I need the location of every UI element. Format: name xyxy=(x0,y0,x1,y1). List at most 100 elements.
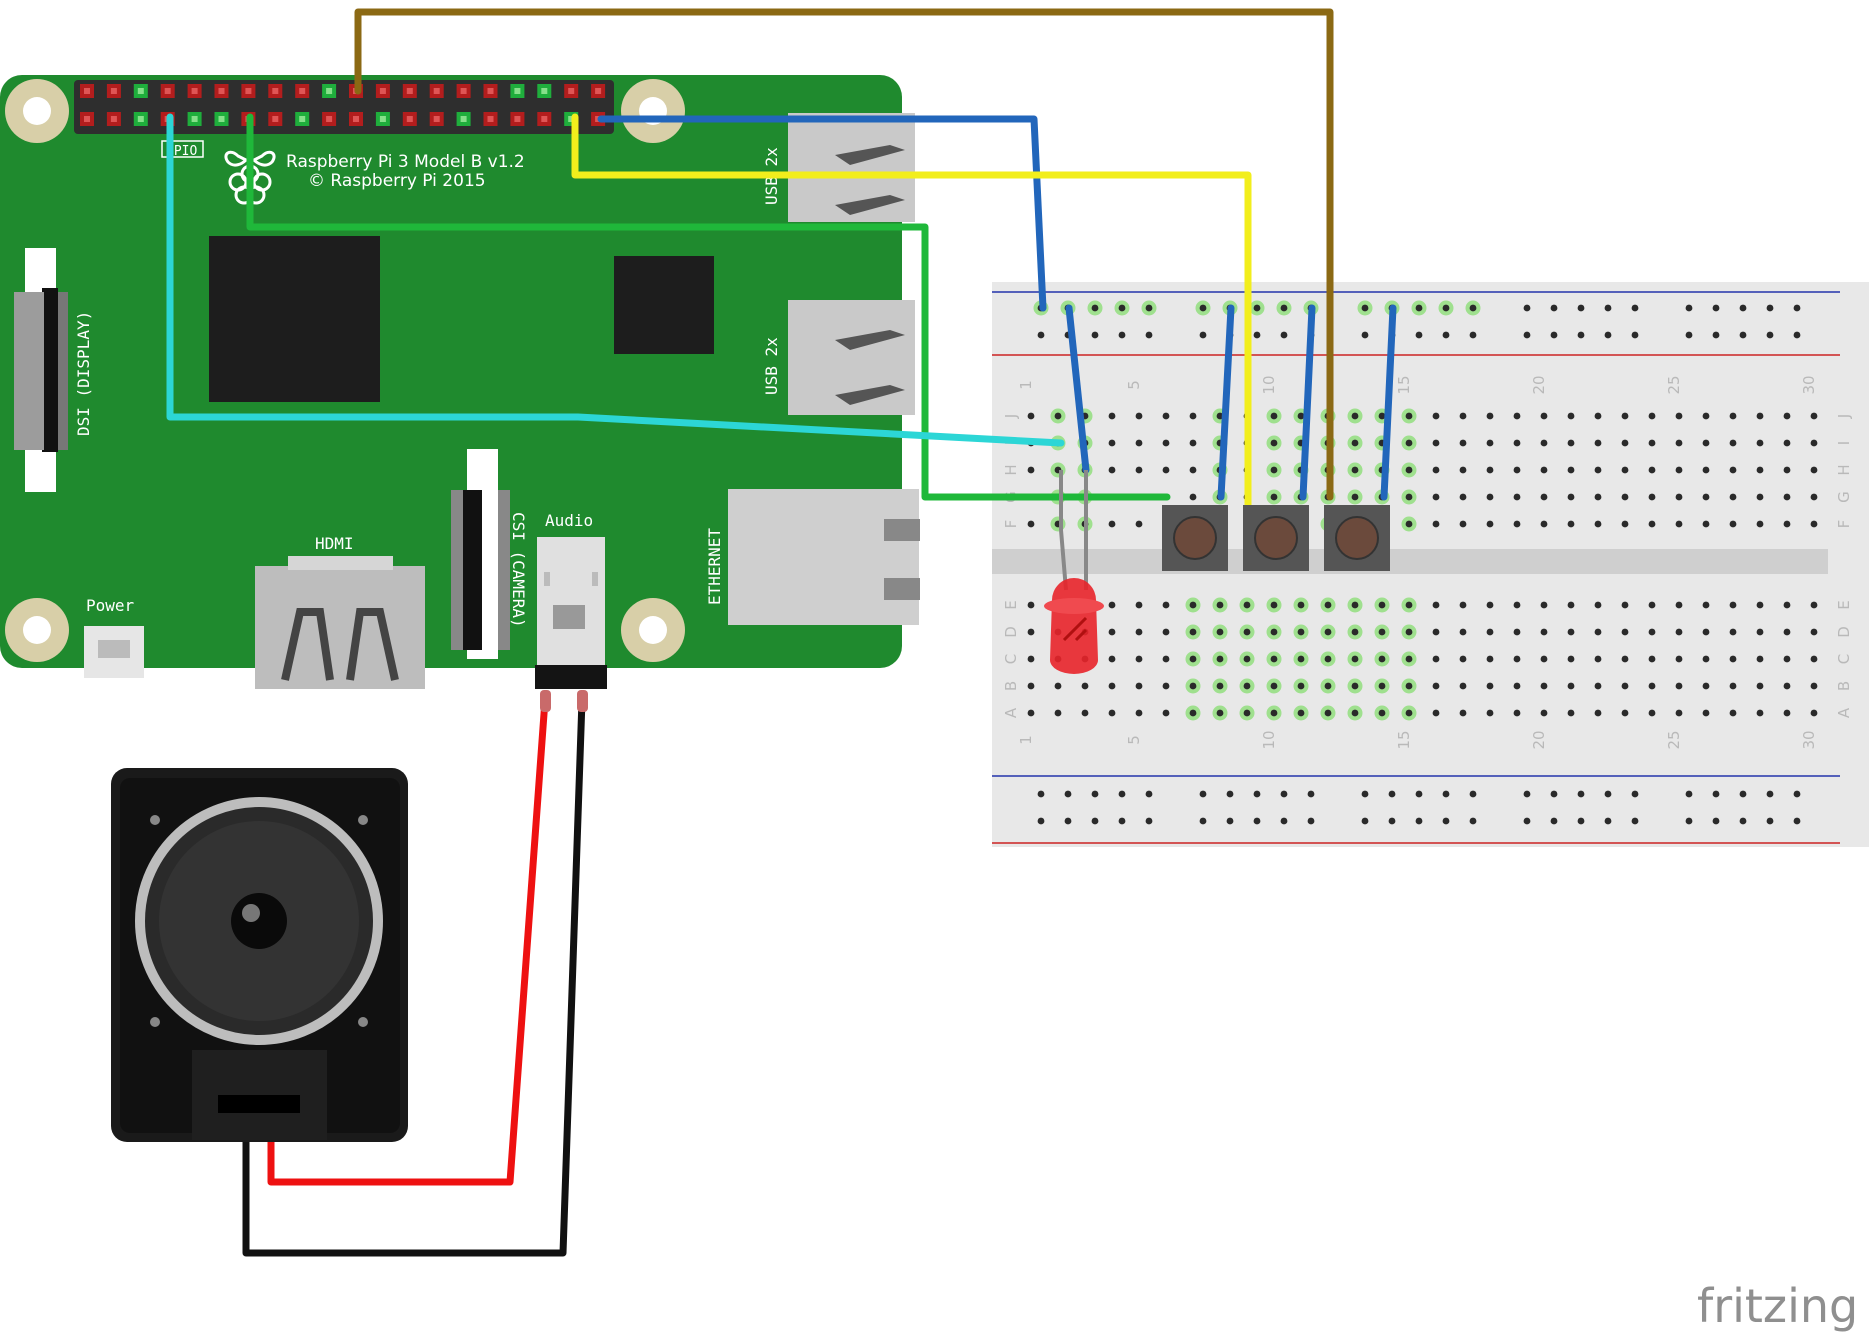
breadboard-hole[interactable] xyxy=(1567,493,1575,501)
breadboard-hole[interactable] xyxy=(1243,655,1251,663)
breadboard-hole[interactable] xyxy=(1675,466,1683,474)
breadboard-hole[interactable] xyxy=(1756,466,1764,474)
breadboard-hole[interactable] xyxy=(1135,682,1143,690)
breadboard-hole[interactable] xyxy=(1162,439,1170,447)
breadboard-hole[interactable] xyxy=(1459,493,1467,501)
breadboard-hole[interactable] xyxy=(1324,628,1332,636)
breadboard-hole[interactable] xyxy=(1648,655,1656,663)
power-rail-hole[interactable] xyxy=(1685,331,1693,339)
power-rail-hole[interactable] xyxy=(1145,790,1153,798)
breadboard-hole[interactable] xyxy=(1675,655,1683,663)
breadboard-hole[interactable] xyxy=(1108,520,1116,528)
breadboard-hole[interactable] xyxy=(1324,682,1332,690)
breadboard-hole[interactable] xyxy=(1378,628,1386,636)
breadboard-hole[interactable] xyxy=(1270,439,1278,447)
breadboard-hole[interactable] xyxy=(1216,655,1224,663)
breadboard-hole[interactable] xyxy=(1513,655,1521,663)
breadboard-hole[interactable] xyxy=(1270,682,1278,690)
breadboard-hole[interactable] xyxy=(1027,655,1035,663)
breadboard-hole[interactable] xyxy=(1432,682,1440,690)
breadboard-hole[interactable] xyxy=(1405,628,1413,636)
wire-green[interactable] xyxy=(246,113,1171,501)
breadboard-hole[interactable] xyxy=(1162,466,1170,474)
breadboard-hole[interactable] xyxy=(1540,439,1548,447)
breadboard-hole[interactable] xyxy=(1162,628,1170,636)
breadboard-hole[interactable] xyxy=(1297,601,1305,609)
breadboard-hole[interactable] xyxy=(1297,655,1305,663)
breadboard-hole[interactable] xyxy=(1486,493,1494,501)
wire-red-speaker[interactable] xyxy=(267,696,549,1186)
breadboard-hole[interactable] xyxy=(1486,601,1494,609)
power-rail-hole[interactable] xyxy=(1766,304,1774,312)
breadboard-hole[interactable] xyxy=(1810,439,1818,447)
power-rail-hole[interactable] xyxy=(1604,331,1612,339)
breadboard-hole[interactable] xyxy=(1513,466,1521,474)
power-rail-hole[interactable] xyxy=(1064,790,1072,798)
breadboard-hole[interactable] xyxy=(1513,601,1521,609)
breadboard-hole[interactable] xyxy=(1621,412,1629,420)
power-rail-hole[interactable] xyxy=(1091,817,1099,825)
breadboard-hole[interactable] xyxy=(1432,439,1440,447)
breadboard-hole[interactable] xyxy=(1108,466,1116,474)
power-rail-hole[interactable] xyxy=(1226,817,1234,825)
breadboard-hole[interactable] xyxy=(1756,682,1764,690)
power-rail-hole[interactable] xyxy=(1091,331,1099,339)
power-rail-hole[interactable] xyxy=(1469,790,1477,798)
push-button[interactable] xyxy=(1162,505,1228,571)
breadboard-hole[interactable] xyxy=(1729,628,1737,636)
power-rail-hole[interactable] xyxy=(1145,817,1153,825)
power-rail-hole[interactable] xyxy=(1361,817,1369,825)
breadboard-hole[interactable] xyxy=(1432,601,1440,609)
power-rail-hole[interactable] xyxy=(1712,790,1720,798)
breadboard-hole[interactable] xyxy=(1540,520,1548,528)
breadboard-hole[interactable] xyxy=(1405,682,1413,690)
breadboard-hole[interactable] xyxy=(1756,601,1764,609)
breadboard-hole[interactable] xyxy=(1702,709,1710,717)
breadboard-hole[interactable] xyxy=(1135,466,1143,474)
breadboard-hole[interactable] xyxy=(1243,709,1251,717)
breadboard-hole[interactable] xyxy=(1729,493,1737,501)
breadboard-hole[interactable] xyxy=(1702,439,1710,447)
breadboard-hole[interactable] xyxy=(1594,655,1602,663)
breadboard-hole[interactable] xyxy=(1702,601,1710,609)
breadboard-hole[interactable] xyxy=(1783,709,1791,717)
breadboard-hole[interactable] xyxy=(1432,412,1440,420)
breadboard-hole[interactable] xyxy=(1540,466,1548,474)
breadboard-hole[interactable] xyxy=(1459,655,1467,663)
breadboard-hole[interactable] xyxy=(1540,709,1548,717)
power-rail-hole[interactable] xyxy=(1415,304,1423,312)
power-rail-hole[interactable] xyxy=(1388,790,1396,798)
breadboard-hole[interactable] xyxy=(1324,655,1332,663)
breadboard-hole[interactable] xyxy=(1729,412,1737,420)
breadboard-hole[interactable] xyxy=(1027,520,1035,528)
breadboard-hole[interactable] xyxy=(1108,682,1116,690)
breadboard-hole[interactable] xyxy=(1702,412,1710,420)
breadboard-hole[interactable] xyxy=(1027,412,1035,420)
power-rail-hole[interactable] xyxy=(1199,331,1207,339)
power-rail-hole[interactable] xyxy=(1307,790,1315,798)
breadboard-hole[interactable] xyxy=(1324,709,1332,717)
breadboard-hole[interactable] xyxy=(1810,682,1818,690)
breadboard-hole[interactable] xyxy=(1675,412,1683,420)
power-rail-hole[interactable] xyxy=(1550,304,1558,312)
breadboard-hole[interactable] xyxy=(1702,466,1710,474)
breadboard-hole[interactable] xyxy=(1405,709,1413,717)
power-rail-hole[interactable] xyxy=(1253,331,1261,339)
breadboard-hole[interactable] xyxy=(1432,466,1440,474)
power-rail-hole[interactable] xyxy=(1361,790,1369,798)
breadboard-hole[interactable] xyxy=(1756,709,1764,717)
power-rail-hole[interactable] xyxy=(1199,304,1207,312)
breadboard-hole[interactable] xyxy=(1594,493,1602,501)
power-rail-hole[interactable] xyxy=(1361,331,1369,339)
power-rail-hole[interactable] xyxy=(1280,304,1288,312)
breadboard-hole[interactable] xyxy=(1405,466,1413,474)
breadboard-hole[interactable] xyxy=(1756,439,1764,447)
breadboard-hole[interactable] xyxy=(1594,439,1602,447)
breadboard-hole[interactable] xyxy=(1513,439,1521,447)
breadboard-hole[interactable] xyxy=(1459,628,1467,636)
breadboard-hole[interactable] xyxy=(1810,412,1818,420)
power-rail-hole[interactable] xyxy=(1091,790,1099,798)
breadboard-hole[interactable] xyxy=(1243,628,1251,636)
breadboard-hole[interactable] xyxy=(1378,682,1386,690)
power-rail-hole[interactable] xyxy=(1199,817,1207,825)
